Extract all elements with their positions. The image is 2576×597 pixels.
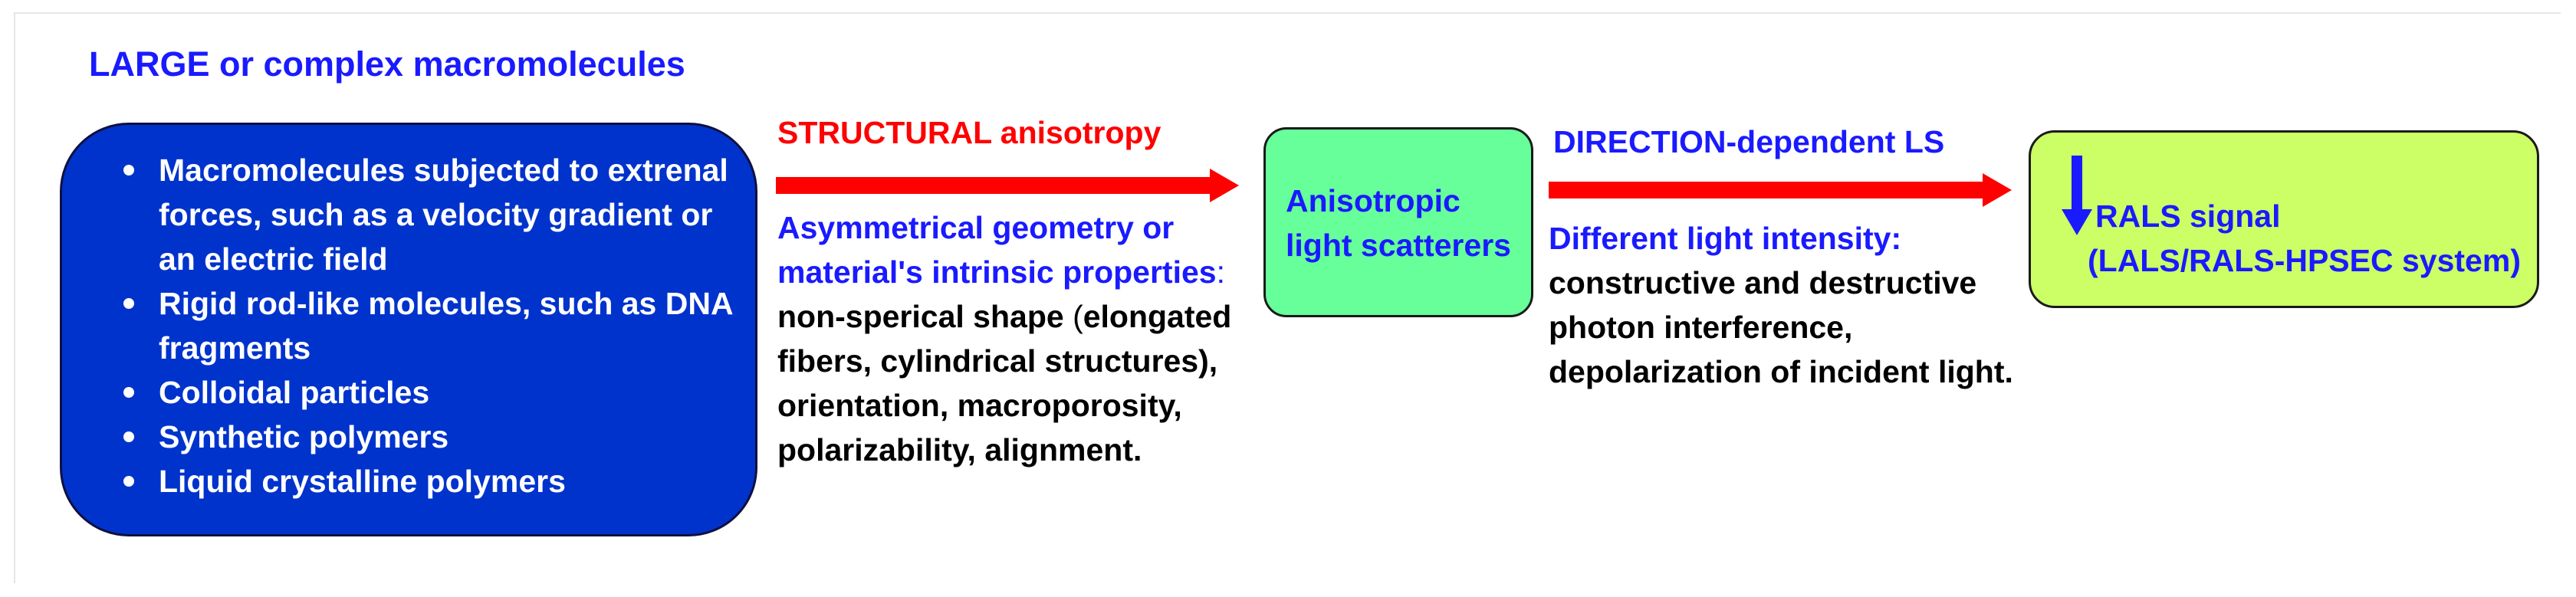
list-item: Liquid crystalline polymers bbox=[123, 459, 737, 504]
direction-dependent-label: DIRECTION-dependent LS bbox=[1553, 124, 1945, 159]
anisotropic-scatterers-box: Anisotropic light scatterers bbox=[1263, 127, 1533, 317]
right-arrow-icon bbox=[776, 169, 1239, 202]
macromolecules-box: Macromolecules subjected to extrenal for… bbox=[60, 123, 757, 536]
structural-anisotropy-label: STRUCTURAL anisotropy bbox=[777, 115, 1161, 151]
structural-desc-line: material's intrinsic properties bbox=[777, 254, 1217, 290]
structural-desc-line: elongated bbox=[1083, 299, 1232, 334]
list-item: Synthetic polymers bbox=[123, 415, 737, 459]
structural-desc-line: non-sperical shape bbox=[777, 299, 1064, 334]
structural-label-caps: STRUCTURAL bbox=[777, 115, 992, 150]
list-item: Macromolecules subjected to extrenal for… bbox=[123, 148, 737, 281]
right-arrow-icon bbox=[1549, 173, 2012, 207]
aniso-line: Anisotropic bbox=[1286, 183, 1460, 218]
structural-desc-paren: ( bbox=[1063, 299, 1083, 334]
diagram-frame bbox=[14, 12, 2561, 583]
structural-desc-line: orientation, macroporosity, bbox=[777, 388, 1182, 423]
direction-desc-line: photon interference, bbox=[1549, 310, 1853, 345]
structural-desc-line: fibers, cylindrical structures), bbox=[777, 343, 1218, 379]
rals-line: RALS signal bbox=[2095, 198, 2281, 234]
structural-description: Asymmetrical geometry or material's intr… bbox=[777, 205, 1231, 472]
direction-description: Different light intensity: constructive … bbox=[1549, 216, 2013, 394]
rals-line: (LALS/RALS-HPSEC system) bbox=[2088, 243, 2521, 278]
rals-signal-box: RALS signal (LALS/RALS-HPSEC system) bbox=[2029, 130, 2539, 308]
diagram-heading: LARGE or complex macromolecules bbox=[89, 44, 685, 84]
down-arrow-icon bbox=[2062, 156, 2092, 235]
direction-desc-line: Different light intensity: bbox=[1549, 221, 1902, 256]
list-item: Rigid rod-like molecules, such as DNA fr… bbox=[123, 281, 737, 370]
structural-desc-line: polarizability, alignment. bbox=[777, 432, 1142, 467]
aniso-line: light scatterers bbox=[1286, 228, 1511, 263]
macromolecules-list: Macromolecules subjected to extrenal for… bbox=[123, 148, 737, 504]
structural-label-rest: anisotropy bbox=[991, 115, 1162, 150]
structural-desc-line: Asymmetrical geometry or bbox=[777, 210, 1175, 245]
direction-desc-line: depolarization of incident light. bbox=[1549, 354, 2013, 389]
direction-desc-line: constructive and destructive bbox=[1549, 265, 1977, 300]
list-item: Colloidal particles bbox=[123, 370, 737, 415]
structural-desc-colon: : bbox=[1216, 254, 1225, 290]
